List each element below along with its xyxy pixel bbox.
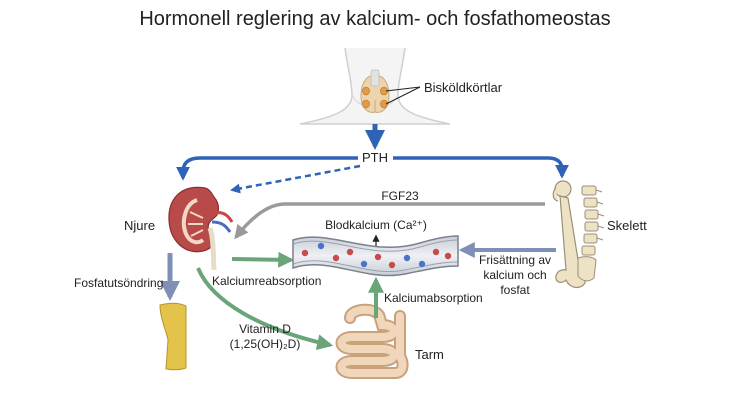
calcium-absorption-label: Kalciumabsorption xyxy=(384,291,483,305)
parathyroid-gland xyxy=(380,99,388,109)
intestine-label: Tarm xyxy=(415,347,444,362)
vitamin-d-label-line1: Vitamin D xyxy=(239,322,291,336)
urine-icon xyxy=(159,302,187,371)
parathyroid-gland xyxy=(362,99,370,109)
fgf23-arrow xyxy=(234,202,545,240)
spine-icon xyxy=(577,185,605,282)
pth-dashed-arrow xyxy=(230,164,361,194)
phosphate-excretion-label: Fosfatutsöndring xyxy=(74,276,163,290)
calcium-reabsorption-arrow xyxy=(231,251,295,268)
fgf23-label: FGF23 xyxy=(381,189,419,203)
blood-calcium-label: Blodkalcium (Ca²⁺) xyxy=(325,218,427,232)
calcium-reabsorption-label: Kalciumreabsorption xyxy=(212,274,321,288)
thyroid-parathyroid-icon xyxy=(360,69,390,113)
parathyroid-label: Bisköldkörtlar xyxy=(424,80,503,95)
release-label-line3: fosfat xyxy=(500,283,530,297)
release-label-line1: Frisättning av xyxy=(479,253,551,267)
pth-to-skeleton-arrow xyxy=(393,156,569,179)
vitamin-d-arrow xyxy=(196,267,334,351)
skeleton-label: Skelett xyxy=(607,218,647,233)
parathyroid-leader-lines xyxy=(385,86,421,105)
pth-to-kidney-arrow xyxy=(176,156,358,181)
kidney-icon xyxy=(168,186,234,271)
blood-vessel-icon xyxy=(292,235,459,277)
intestine-icon xyxy=(335,303,409,379)
pth-label: PTH xyxy=(362,150,388,165)
page-title: Hormonell reglering av kalcium- och fosf… xyxy=(139,8,611,30)
kidney-label: Njure xyxy=(124,218,155,233)
vitamin-d-label-line2: (1,25(OH)₂D) xyxy=(230,337,301,351)
release-label-line2: kalcium och xyxy=(483,268,546,282)
parathyroid-gland xyxy=(362,86,370,96)
